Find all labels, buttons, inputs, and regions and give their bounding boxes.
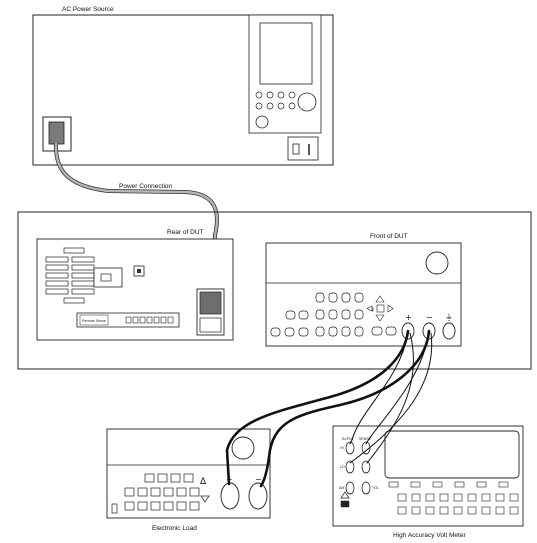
ac-power-switch <box>287 136 319 161</box>
svg-text:TOL: TOL <box>372 486 379 490</box>
ac-power-source: AC Power Source <box>32 6 334 166</box>
ac-round-button <box>255 115 269 129</box>
svg-text:−: − <box>255 475 262 484</box>
load-terminals: + − <box>220 475 268 510</box>
load-minus-terminal <box>248 482 268 510</box>
electronic-load-label: Electronic Load <box>152 525 197 532</box>
dut-enter-button <box>371 326 383 336</box>
dut-navigation-arrows <box>366 295 394 322</box>
svg-text:HI: HI <box>340 446 344 450</box>
volt-meter-softkeys <box>388 481 509 488</box>
svg-text:SENSE: SENSE <box>359 437 372 441</box>
svg-text:Remote Sense: Remote Sense <box>82 319 106 323</box>
load-buttons <box>111 473 200 514</box>
volt-meter-label: High Accuracy Volt Meter <box>393 532 466 539</box>
dut-front-panel: Front of DUT + <box>265 233 462 347</box>
dut-front-buttons <box>270 292 364 337</box>
svg-text:−: − <box>426 313 433 322</box>
ac-display <box>259 22 313 85</box>
load-plus-lead <box>225 329 410 486</box>
meter-lo-sense-lead <box>366 332 414 464</box>
ac-keypad <box>255 91 296 110</box>
svg-text:Δ: Δ <box>200 477 207 487</box>
load-plus-terminal <box>220 482 240 510</box>
power-connection-label: Power Connection <box>119 183 172 190</box>
ac-knob <box>297 92 317 112</box>
dut-front-knob <box>425 251 449 275</box>
svg-text:+: + <box>405 313 412 322</box>
front-of-dut-label: Front of DUT <box>370 233 408 240</box>
volt-meter-keys <box>397 493 519 515</box>
dut-ground-terminal <box>442 322 456 340</box>
load-knob <box>231 436 255 460</box>
svg-text:LO: LO <box>340 465 345 469</box>
dut-enclosure <box>17 211 532 370</box>
volt-meter-input-terminals <box>345 441 371 495</box>
meter-hi-lead <box>349 332 409 445</box>
power-connection-cable: Power Connection <box>53 142 219 296</box>
electronic-load: Electronic Load Δ + − <box>106 428 271 532</box>
svg-text:⏚: ⏚ <box>445 313 453 322</box>
svg-text:IN-PUT: IN-PUT <box>342 437 355 441</box>
svg-text:AM: AM <box>339 486 344 490</box>
load-minus-lead <box>259 329 431 488</box>
meter-lo-lead <box>349 332 433 464</box>
volt-meter-display <box>384 430 520 479</box>
volt-meter: High Accuracy Volt Meter IN-PUT SENSE HI… <box>332 425 524 539</box>
output-wiring <box>225 329 433 488</box>
ac-power-source-label: AC Power Source <box>62 6 114 13</box>
dut-rear-panel: Rear of DUT Remote Sense <box>36 229 234 341</box>
rear-of-dut-label: Rear of DUT <box>167 229 204 236</box>
meter-hi-sense-lead <box>365 332 430 445</box>
rear-terminal-block: Remote Sense <box>76 312 180 328</box>
